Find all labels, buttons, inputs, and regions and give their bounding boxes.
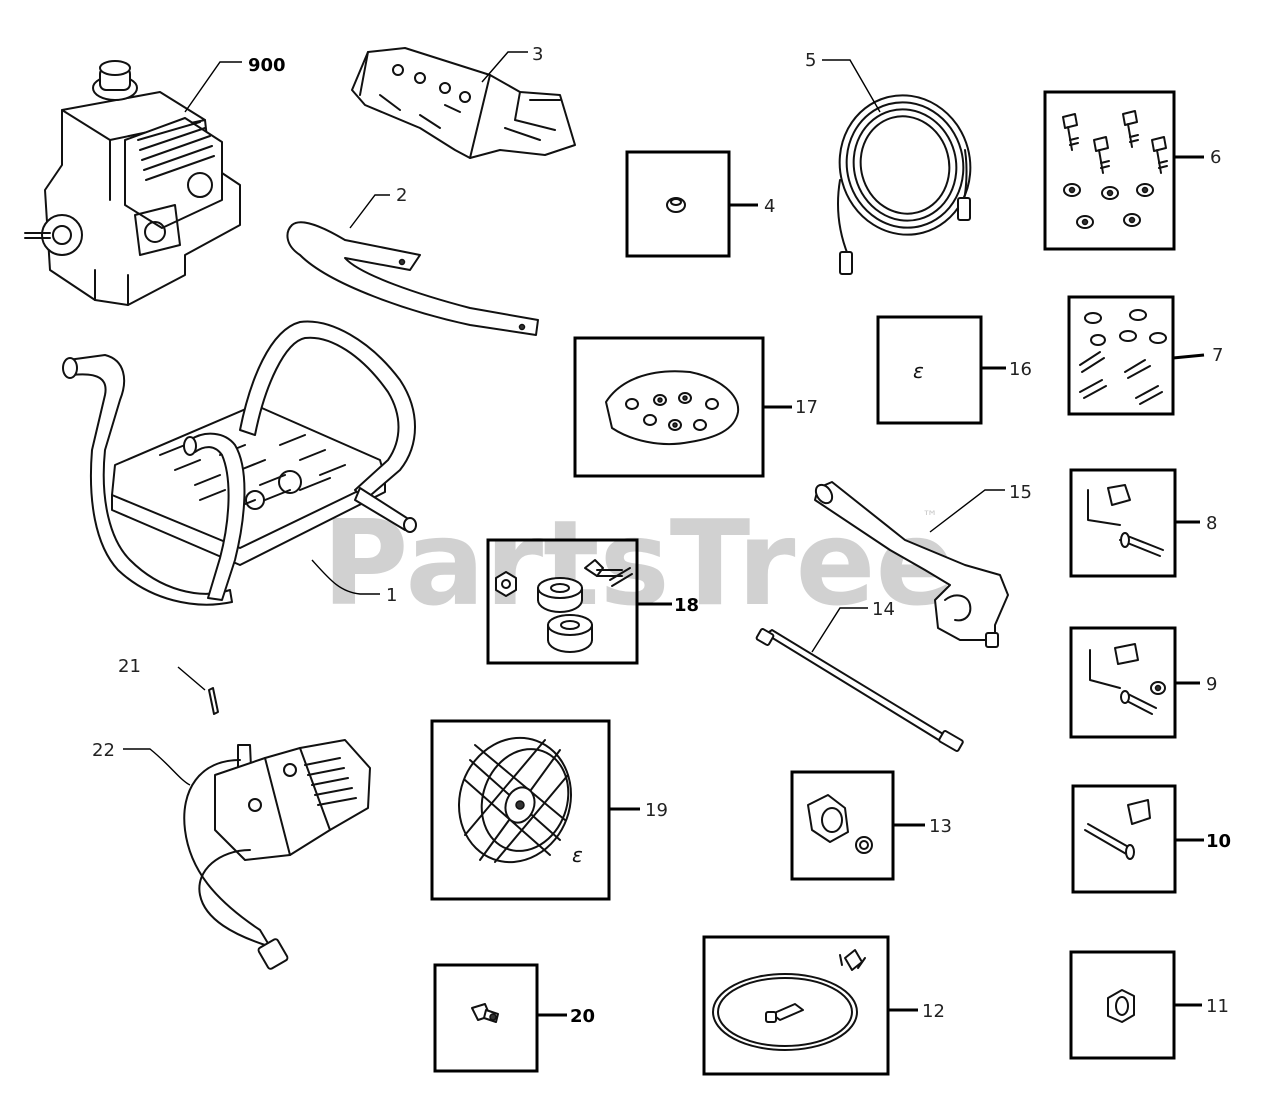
part-label-12[interactable]: 12 [922, 1001, 945, 1022]
part-label-19[interactable]: 19 [645, 800, 668, 821]
part-label-6[interactable]: 6 [1210, 147, 1221, 168]
part-label-8[interactable]: 8 [1206, 513, 1217, 534]
part-label-7[interactable]: 7 [1212, 345, 1223, 366]
part-7-box [1067, 295, 1175, 416]
part-18-box [486, 538, 639, 665]
part-label-20[interactable]: 20 [570, 1006, 595, 1027]
part-10-box [1071, 784, 1177, 894]
pump-part[interactable] [183, 739, 371, 970]
plug-part[interactable] [666, 197, 686, 213]
part-label-10[interactable]: 10 [1206, 831, 1231, 852]
leader-2 [349, 194, 390, 229]
latch-rod-kit-9[interactable] [1089, 643, 1166, 715]
e-clip-part[interactable]: ɛ [913, 359, 924, 383]
pin-part[interactable] [208, 687, 219, 715]
part-label-9[interactable]: 9 [1206, 674, 1217, 695]
wheel-part[interactable] [442, 722, 588, 878]
part-label-14[interactable]: 14 [872, 599, 895, 620]
part-label-13[interactable]: 13 [929, 816, 952, 837]
leader-3 [481, 51, 528, 83]
washer-and-screw-kit[interactable] [1079, 309, 1167, 405]
part-label-4[interactable]: 4 [764, 196, 775, 217]
part-label-16[interactable]: 16 [1009, 359, 1032, 380]
spray-gun-part[interactable] [813, 481, 1009, 648]
leader-21 [177, 666, 206, 691]
nozzle-kit[interactable] [605, 370, 740, 445]
part-label-18[interactable]: 18 [674, 595, 699, 616]
part-label-2[interactable]: 2 [396, 185, 407, 206]
bracket-part[interactable] [351, 47, 576, 159]
bolt-and-nut-kit[interactable] [1062, 110, 1168, 229]
part-label-1[interactable]: 1 [386, 585, 397, 606]
leader-900 [184, 61, 242, 113]
valve-part[interactable] [471, 1003, 499, 1023]
latch-rod-kit-8[interactable] [1087, 484, 1164, 557]
part-label-3[interactable]: 3 [532, 44, 543, 65]
hose-loop-kit[interactable] [712, 949, 866, 1051]
hose-part[interactable] [824, 81, 986, 275]
part-label-11[interactable]: 11 [1206, 996, 1229, 1017]
leader-5 [822, 59, 881, 113]
part-20-box [433, 963, 539, 1073]
part-label-21[interactable]: 21 [118, 656, 141, 677]
handle-part[interactable] [286, 221, 539, 336]
engine-part[interactable] [24, 60, 241, 306]
fitting-part[interactable] [1107, 989, 1135, 1023]
part-label-22[interactable]: 22 [92, 740, 115, 761]
leader-14 [811, 607, 868, 653]
bolt-and-knob-kit[interactable] [1084, 799, 1151, 860]
leader-7 [1172, 353, 1205, 360]
wheel-clip-part[interactable]: ɛ [572, 843, 583, 867]
part-6-box [1043, 90, 1176, 251]
part-12-box [702, 935, 890, 1076]
leader-15 [929, 489, 1005, 533]
part-16-box [876, 315, 983, 425]
leader-1 [311, 559, 380, 595]
watermark-trademark: ™ [922, 507, 938, 526]
coupler-part[interactable] [807, 794, 873, 854]
part-label-15[interactable]: 15 [1009, 482, 1032, 503]
frame-part[interactable] [62, 320, 417, 606]
part-label-17[interactable]: 17 [795, 397, 818, 418]
bearing-kit[interactable] [495, 559, 633, 653]
part-label-900[interactable]: 900 [248, 55, 286, 76]
lance-part[interactable] [755, 628, 964, 752]
leader-22 [123, 748, 191, 786]
part-label-5[interactable]: 5 [805, 50, 816, 71]
